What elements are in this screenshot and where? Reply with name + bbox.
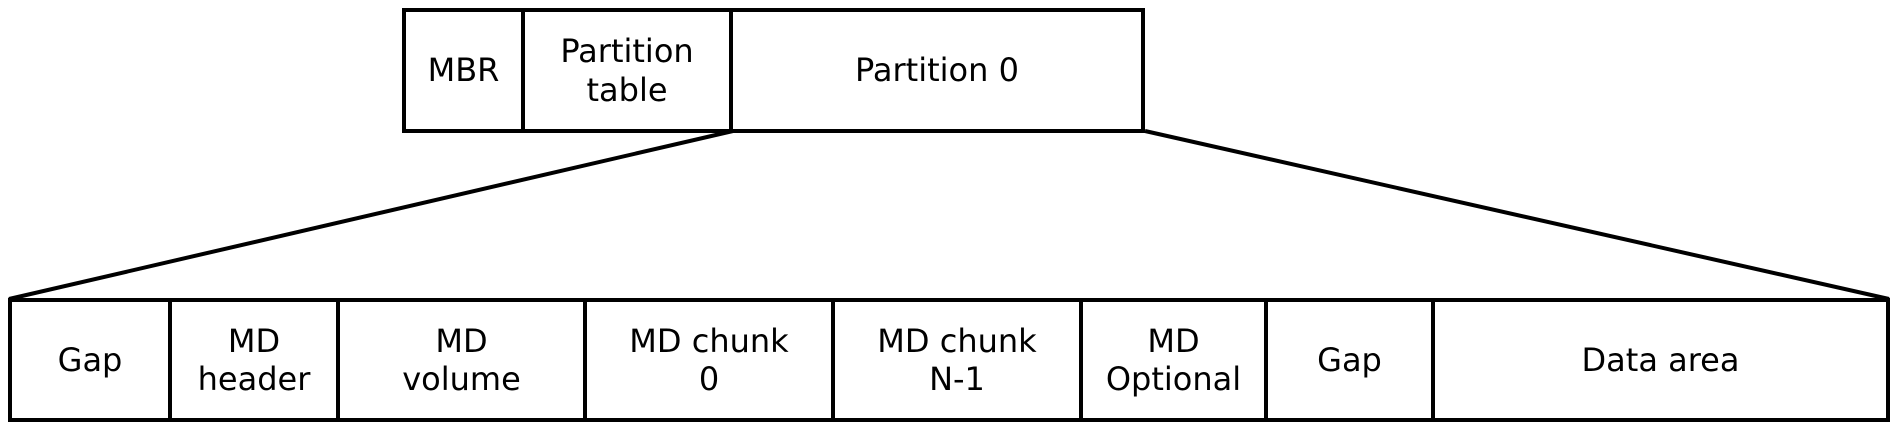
cell-partition-table: Partition table <box>525 8 733 133</box>
cell-data-area: Data area <box>1435 298 1890 422</box>
cell-gap-leading: Gap <box>8 298 172 422</box>
expansion-line-left <box>8 129 734 301</box>
cell-md-chunk-0: MD chunk 0 <box>587 298 835 422</box>
cell-md-volume: MD volume <box>340 298 587 422</box>
disk-top-row: MBR Partition table Partition 0 <box>402 8 1145 133</box>
cell-md-optional: MD Optional <box>1083 298 1268 422</box>
cell-gap-trailing: Gap <box>1268 298 1435 422</box>
cell-mbr: MBR <box>402 8 525 133</box>
expansion-line-right <box>1144 129 1890 301</box>
cell-partition-0: Partition 0 <box>733 8 1145 133</box>
partition0-expanded-row: Gap MD header MD volume MD chunk 0 MD ch… <box>8 298 1890 422</box>
cell-md-header: MD header <box>172 298 340 422</box>
cell-md-chunk-n-1: MD chunk N-1 <box>835 298 1083 422</box>
